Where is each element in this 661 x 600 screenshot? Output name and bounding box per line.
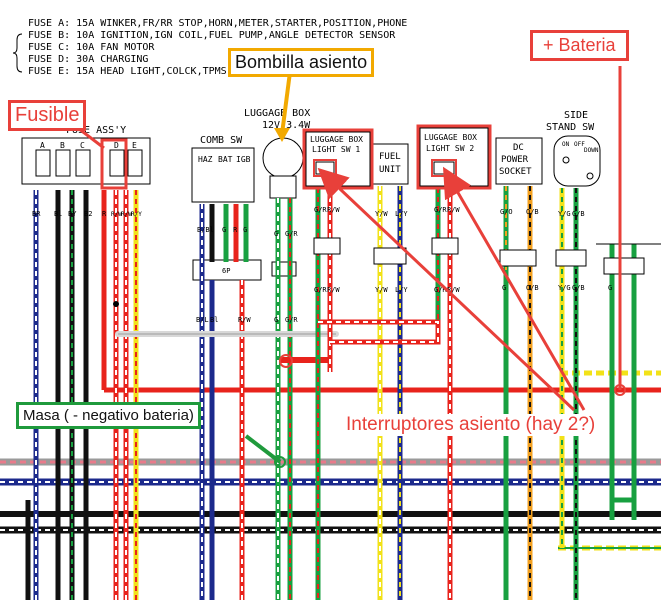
- wire-label: R/W: [111, 211, 122, 218]
- fuel-unit-label: UNIT: [379, 165, 401, 175]
- fuse-legend-line: FUSE C: 10A FAN MOTOR: [28, 42, 155, 53]
- wire-label: G/R: [434, 286, 447, 294]
- wire-label: G/R: [314, 286, 327, 294]
- wire-label: B/L: [196, 316, 209, 324]
- wire-label: G: [274, 230, 278, 238]
- fuse-legend-line: FUSE D: 30A CHARGING: [28, 54, 148, 65]
- luggage-box-label: LUGGAGE BOX: [244, 108, 310, 119]
- wire-label: Y/W: [375, 210, 388, 218]
- fuse-wires: [25, 190, 139, 600]
- wire-label: O/B: [526, 208, 539, 216]
- fuse-box: FUSE ASS'Y A B C D E: [21, 125, 151, 185]
- bateria-note: + Bateria: [530, 30, 629, 61]
- wire-label: G: [608, 284, 612, 292]
- wire-label: G/R: [314, 206, 327, 214]
- side-stand-label: SIDE: [564, 110, 588, 121]
- sw1-sub: LIGHT SW 1: [312, 145, 360, 154]
- fuse-letter: E: [132, 141, 137, 150]
- wire-label: Y/G: [558, 284, 571, 292]
- fuse-letter: B: [60, 141, 65, 150]
- wire-label: R/W: [327, 206, 340, 214]
- comb-wire-labels: B/Bl G R G B/L Bl R/W: [196, 226, 251, 324]
- luggage-box-bulb: LUGGAGE BOX 12V 3.4W G G/R G G/R: [244, 108, 311, 600]
- wire-label: G: [222, 226, 226, 234]
- fuse-assy-label: FUSE ASS'Y: [66, 125, 126, 136]
- comb-sw-col: IGB: [236, 155, 251, 164]
- side-stand-mark: ON: [562, 141, 570, 148]
- side-stand-mark: OFF: [574, 141, 585, 148]
- wire-label: G/R: [434, 206, 447, 214]
- sw2-sub: LIGHT SW 2: [426, 144, 474, 153]
- wire-label: R/W: [121, 211, 132, 218]
- wire-label: R/W: [238, 316, 251, 324]
- dc-label: SOCKET: [499, 167, 532, 177]
- wire-label: B/Bl: [197, 226, 214, 234]
- wire-label: BR: [32, 210, 41, 218]
- fuse-letter: A: [40, 141, 45, 150]
- wire-label: BY: [68, 210, 77, 218]
- sw1-title: LUGGAGE BOX: [310, 135, 363, 144]
- wire-label: G: [243, 226, 247, 234]
- fuse-legend-line: FUSE A: 15A WINKER,FR/RR STOP,HORN,METER…: [28, 18, 407, 29]
- connector-6p-label: 6P: [222, 267, 230, 275]
- bombilla-note: Bombilla asiento: [228, 48, 375, 77]
- comb-sw-label: COMB SW: [200, 135, 243, 146]
- wire-label: Y/G: [558, 210, 571, 218]
- fusible-note: Fusible: [8, 100, 87, 131]
- wire-label: L/Y: [395, 286, 408, 294]
- fuse-legend-line: FUSE E: 15A HEAD LIGHT,COLCK,TPMS: [28, 66, 227, 77]
- fuel-unit-label: FUEL: [379, 152, 401, 162]
- wire-label: G: [502, 284, 506, 292]
- fuse-wire-labels: BR Bl BY B2 R R/W R/W R/Y: [32, 210, 142, 218]
- dc-label: POWER: [501, 155, 529, 165]
- fuse-legend: FUSE A: 15A WINKER,FR/RR STOP,HORN,METER…: [12, 18, 407, 77]
- wire-label: B2: [84, 210, 92, 218]
- wire-label: R: [102, 210, 107, 218]
- sw2-title: LUGGAGE BOX: [424, 133, 477, 142]
- dc-power-socket: DC POWER SOCKET G/O O/B G O/B: [495, 137, 543, 600]
- fuel-unit: FUEL UNIT Y/W L/Y Y/W L/Y: [371, 143, 409, 600]
- annotation-shapes: [69, 66, 626, 468]
- fuse-letter: C: [80, 141, 85, 150]
- wire-label: G/B: [572, 210, 585, 218]
- fuse-slots: [35, 149, 143, 177]
- wire-label: G/R: [285, 230, 298, 238]
- wire-label: R/Y: [131, 211, 142, 218]
- luggage-box-rating: 12V 3.4W: [262, 120, 311, 131]
- comb-switch: COMB SW HAZ BAT IGB 6P: [191, 135, 262, 281]
- wire-label: Y/W: [375, 286, 388, 294]
- fuse-legend-line: FUSE B: 10A IGNITION,IGN COIL,FUEL PUMP,…: [28, 30, 396, 41]
- wire-label: Bl: [54, 210, 62, 218]
- wire-label: Bl: [210, 316, 218, 324]
- comb-sw-col: HAZ: [198, 155, 213, 164]
- side-stand-mark: DOWN: [584, 147, 599, 154]
- wire-label: G: [274, 316, 278, 324]
- side-stand-label: STAND SW: [546, 122, 595, 133]
- wire-label: R/W: [447, 206, 460, 214]
- wire-label: R/W: [327, 286, 340, 294]
- wire-label: G/R: [285, 316, 298, 324]
- wire-label: L/Y: [395, 210, 408, 218]
- masa-note: Masa ( - negativo bateria): [16, 402, 201, 429]
- wire-label: R/W: [447, 286, 460, 294]
- wire-label: R: [233, 226, 238, 234]
- wire-label: G/O: [500, 208, 513, 216]
- wire-label: O/B: [526, 284, 539, 292]
- interruptores-note: Interruptores asiento (hay 2?): [344, 414, 598, 436]
- fuse-letter: D: [114, 141, 119, 150]
- wire-label: G/B: [572, 284, 585, 292]
- dc-label: DC: [513, 143, 524, 153]
- comb-sw-col: BAT: [218, 155, 233, 164]
